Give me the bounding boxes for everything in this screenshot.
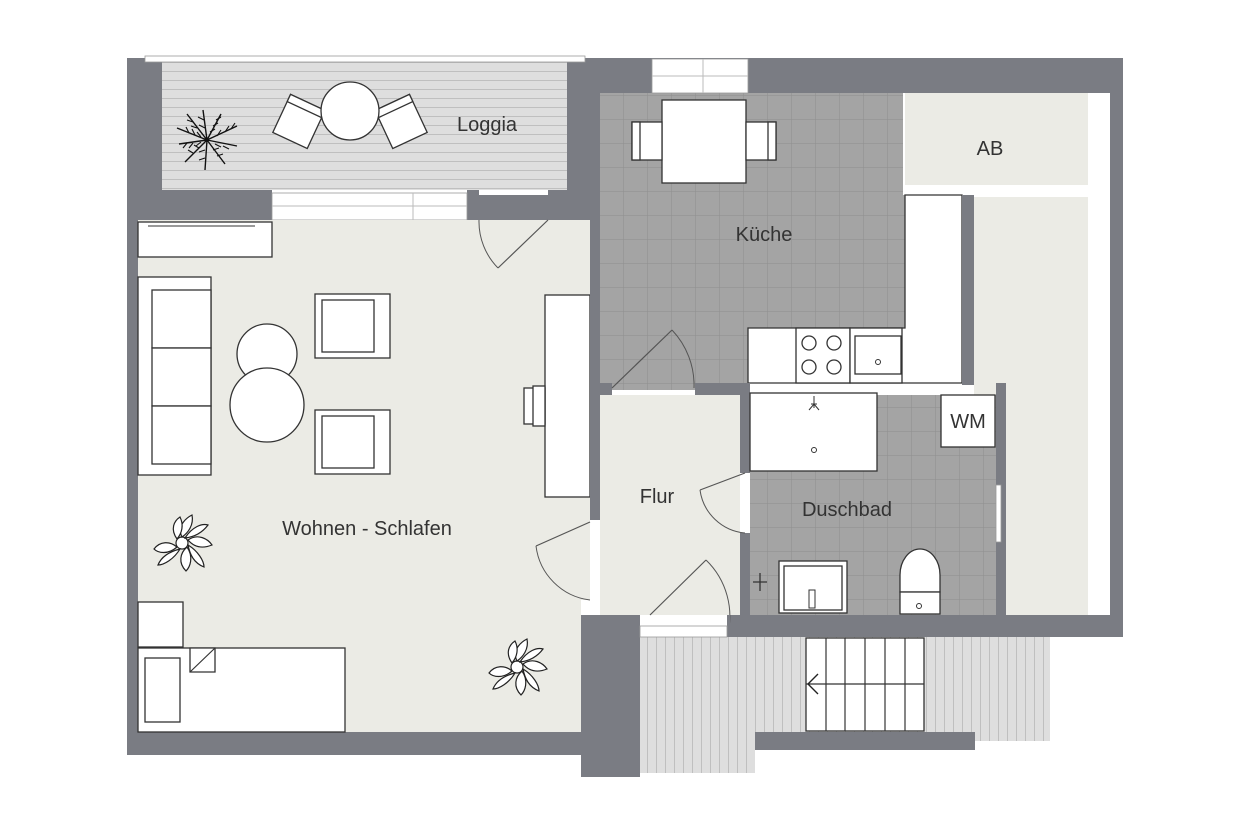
stairs-arrow-icon [807, 673, 819, 695]
wohnen-furniture [137, 221, 591, 733]
door-duschbad [699, 472, 746, 534]
ab-floor [905, 93, 1088, 185]
flur-floor [600, 395, 740, 615]
door-loggia [478, 219, 549, 269]
room-label-wohnen-schlafen: Wohnen - Schlafen [282, 518, 452, 540]
duschbad-area [749, 392, 1002, 615]
room-label-flur: Flur [640, 486, 675, 508]
room-label-kueche: Küche [736, 224, 793, 246]
door-wohnen [535, 521, 591, 601]
door-kueche [611, 329, 695, 389]
stairs [805, 637, 925, 732]
room-label-ab: AB [977, 138, 1004, 160]
room-label-wm: WM [950, 411, 986, 433]
room-label-loggia: Loggia [457, 114, 518, 136]
toilet-icon [899, 548, 941, 615]
stove-icon [801, 335, 842, 375]
sink-icon [875, 359, 881, 365]
room-label-duschbad: Duschbad [802, 499, 892, 521]
loggia-table-set [271, 81, 429, 150]
